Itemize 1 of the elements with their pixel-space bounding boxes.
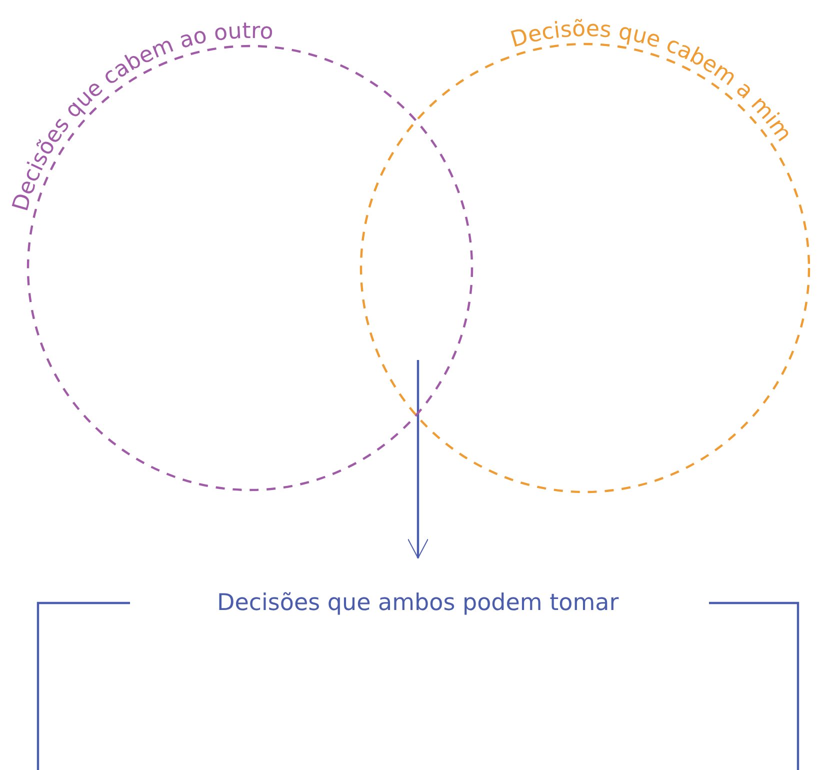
frame-title: Decisões que ambos podem tomar — [217, 590, 619, 616]
